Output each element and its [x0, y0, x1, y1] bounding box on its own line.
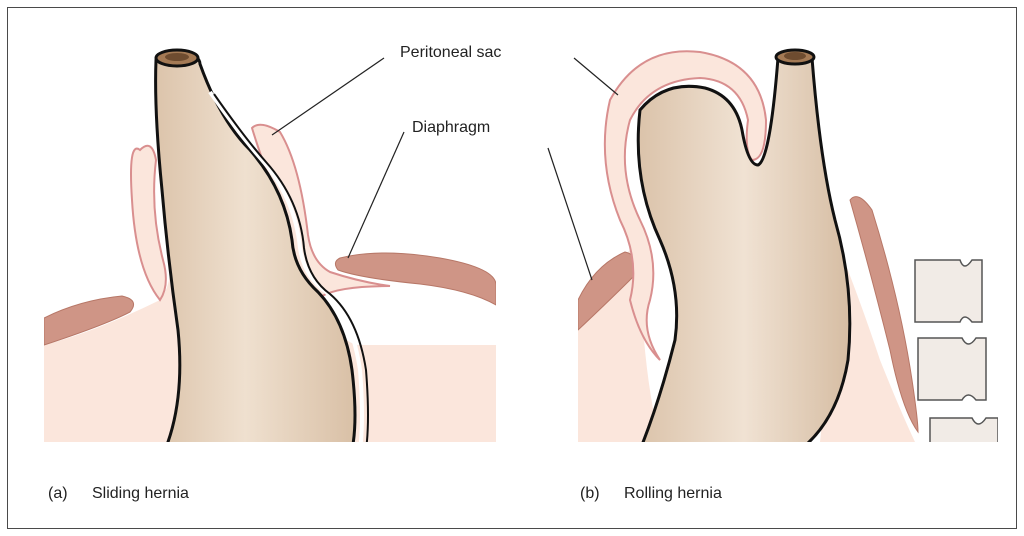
- caption-text-a: Sliding hernia: [92, 485, 189, 502]
- vertebra-3: [930, 418, 998, 450]
- caption-tag-b: (b): [580, 485, 624, 503]
- vertebra-1: [915, 260, 982, 322]
- stomach-a: [156, 51, 355, 450]
- leader-peritoneal-sac-a: [272, 58, 384, 135]
- caption-text-b: Rolling hernia: [624, 485, 722, 502]
- label-peritoneal-sac: Peritoneal sac: [400, 44, 501, 61]
- vertebra-2: [918, 338, 986, 400]
- caption-panel-b: (b)Rolling hernia: [580, 485, 722, 503]
- panel-b-rolling-hernia: [578, 50, 998, 450]
- stomach-b: [638, 54, 850, 450]
- leader-peritoneal-sac-b: [574, 58, 618, 95]
- label-diaphragm: Diaphragm: [412, 119, 490, 136]
- spine: [915, 260, 998, 450]
- panel-a-sliding-hernia: [44, 50, 496, 450]
- leader-diaphragm-a: [348, 132, 404, 258]
- leader-lines: [272, 58, 618, 280]
- caption-tag-a: (a): [48, 485, 92, 503]
- leader-diaphragm-b: [548, 148, 592, 280]
- diaphragm-right-a: [335, 253, 496, 305]
- caption-panel-a: (a)Sliding hernia: [48, 485, 189, 503]
